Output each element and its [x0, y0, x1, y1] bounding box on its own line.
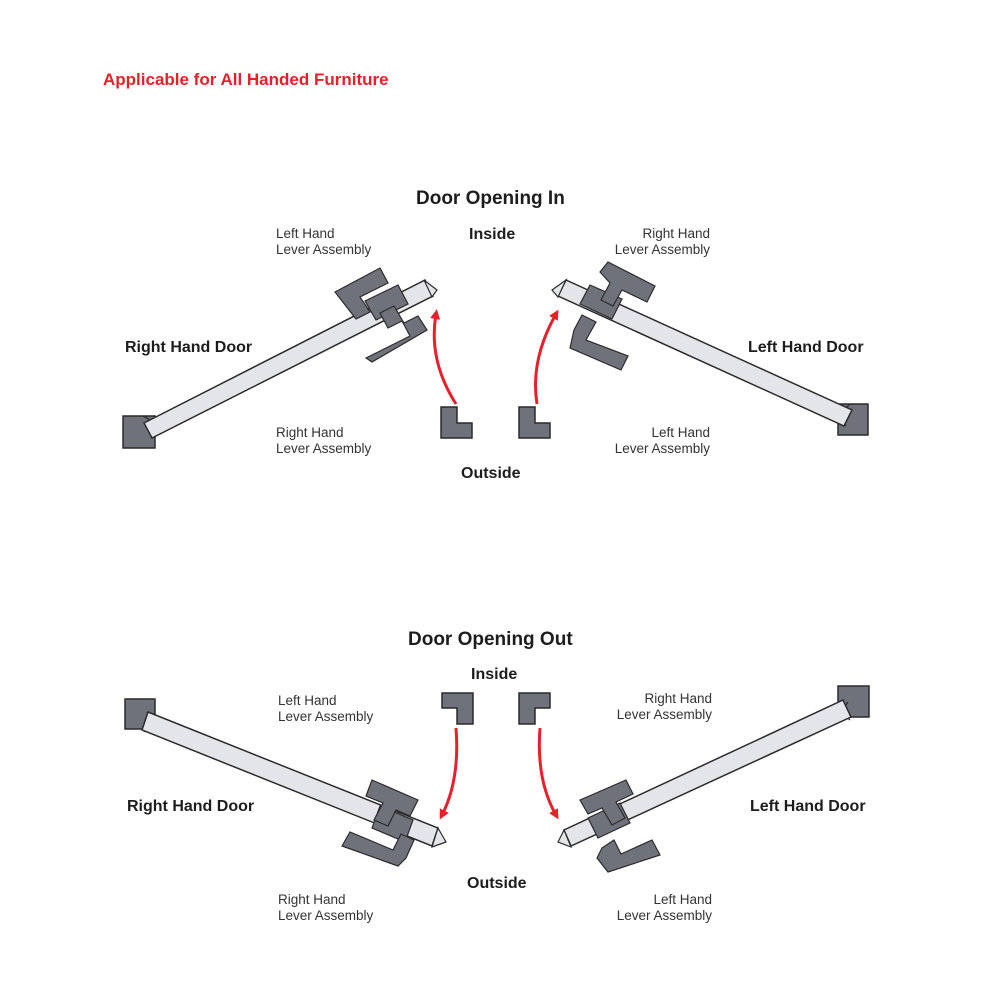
lever-handle-outside: [341, 831, 415, 867]
lever-handle-outside: [596, 839, 661, 873]
frame-stop-in-left: [440, 406, 473, 439]
lever-label-out-top-left: Left Hand Lever Assembly: [278, 693, 374, 724]
header-title: Applicable for All Handed Furniture: [103, 70, 389, 89]
lever-handle-inside: [599, 261, 656, 307]
door-out-left: [124, 698, 447, 867]
swing-arrow-in-right: [534, 309, 559, 405]
swing-arrow-in-left: [430, 309, 458, 405]
swing-arrow-out-right: [537, 727, 559, 820]
lever-handle-outside: [569, 314, 629, 371]
left-hand-door-label-out: Left Hand Door: [750, 798, 866, 815]
lever-handle-outside: [364, 305, 428, 363]
inside-label-out: Inside: [471, 666, 518, 683]
lever-rose: [364, 284, 409, 321]
frame-stop-out-right: [518, 692, 551, 725]
outside-label-in: Outside: [461, 465, 521, 482]
frame-stop-out-left: [441, 692, 474, 725]
section-title-opening-in: Door Opening In: [416, 188, 565, 209]
lever-label-out-top-right: Right Hand Lever Assembly: [616, 691, 712, 722]
outside-label-out: Outside: [467, 875, 527, 892]
lever-handle-inside: [579, 779, 634, 826]
lever-label-in-top-right: Right Hand Lever Assembly: [614, 226, 710, 257]
door-edge-bevel: [557, 828, 573, 849]
door-in-left: [122, 267, 438, 449]
left-hand-door-label-in: Left Hand Door: [748, 339, 864, 356]
lever-label-in-top-left: Left Hand Lever Assembly: [276, 226, 372, 257]
door-edge-bevel: [551, 278, 568, 299]
lever-label-out-bottom-left: Right Hand Lever Assembly: [278, 892, 374, 923]
lever-label-in-bottom-left: Right Hand Lever Assembly: [276, 425, 372, 456]
right-hand-door-label-out: Right Hand Door: [127, 798, 255, 815]
inside-label-in: Inside: [469, 226, 516, 243]
lever-label-out-bottom-right: Left Hand Lever Assembly: [616, 892, 712, 923]
frame-stop-in-right: [518, 406, 551, 439]
door-out-right: [557, 685, 870, 873]
door-edge-bevel: [423, 279, 438, 299]
door-in-right: [551, 261, 869, 436]
lever-handle-inside: [334, 267, 389, 320]
lever-handle-inside: [365, 779, 419, 827]
right-hand-door-label-in: Right Hand Door: [125, 339, 253, 356]
section-title-opening-out: Door Opening Out: [408, 629, 573, 650]
door-edge-bevel: [431, 826, 447, 848]
swing-arrow-out-left: [439, 727, 459, 820]
lever-label-in-bottom-right: Left Hand Lever Assembly: [614, 425, 710, 456]
